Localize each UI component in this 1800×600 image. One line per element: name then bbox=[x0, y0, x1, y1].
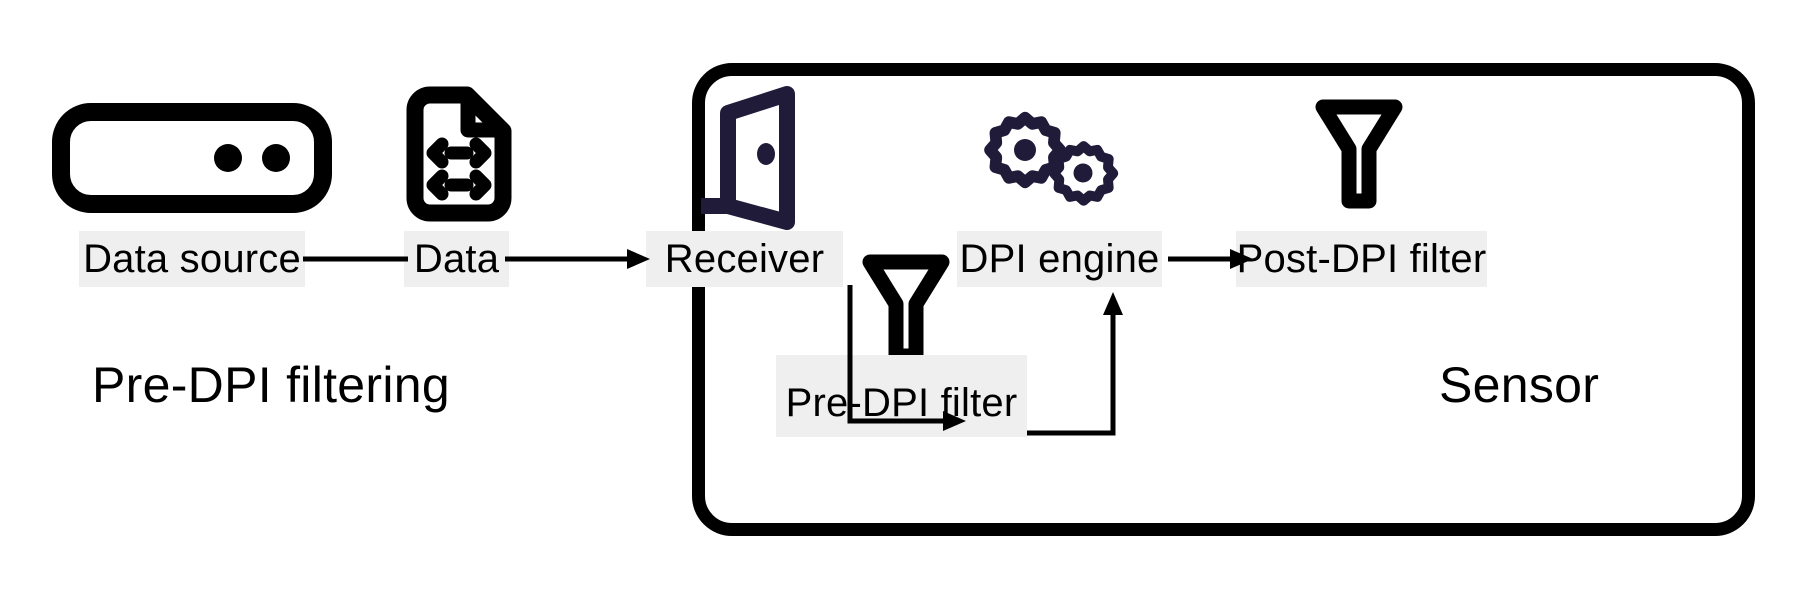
node-label-post-dpi-filter: Post-DPI filter bbox=[1236, 231, 1487, 287]
group-caption-pre-dpi-filtering: Pre-DPI filtering bbox=[92, 357, 450, 413]
edge-pre-dpi-filter-to-dpi-engine bbox=[1027, 288, 1147, 438]
edge-dpi-engine-to-post-dpi-filter bbox=[1168, 246, 1258, 272]
open-door-icon bbox=[688, 84, 808, 232]
sensor-container bbox=[692, 63, 1755, 536]
funnel-icon-post-dpi bbox=[1313, 97, 1405, 215]
edge-receiver-to-pre-dpi-filter bbox=[845, 285, 975, 435]
gears-icon bbox=[984, 110, 1128, 220]
node-label-data: Data bbox=[404, 231, 509, 287]
edge-data-source-to-data bbox=[303, 248, 408, 270]
node-label-data-source: Data source bbox=[79, 231, 305, 287]
edge-data-to-receiver bbox=[505, 246, 653, 272]
node-label-receiver: Receiver bbox=[646, 231, 843, 287]
group-caption-sensor: Sensor bbox=[1439, 357, 1600, 413]
document-data-icon bbox=[406, 86, 512, 222]
node-label-dpi-engine: DPI engine bbox=[957, 231, 1162, 287]
server-icon bbox=[52, 103, 332, 213]
